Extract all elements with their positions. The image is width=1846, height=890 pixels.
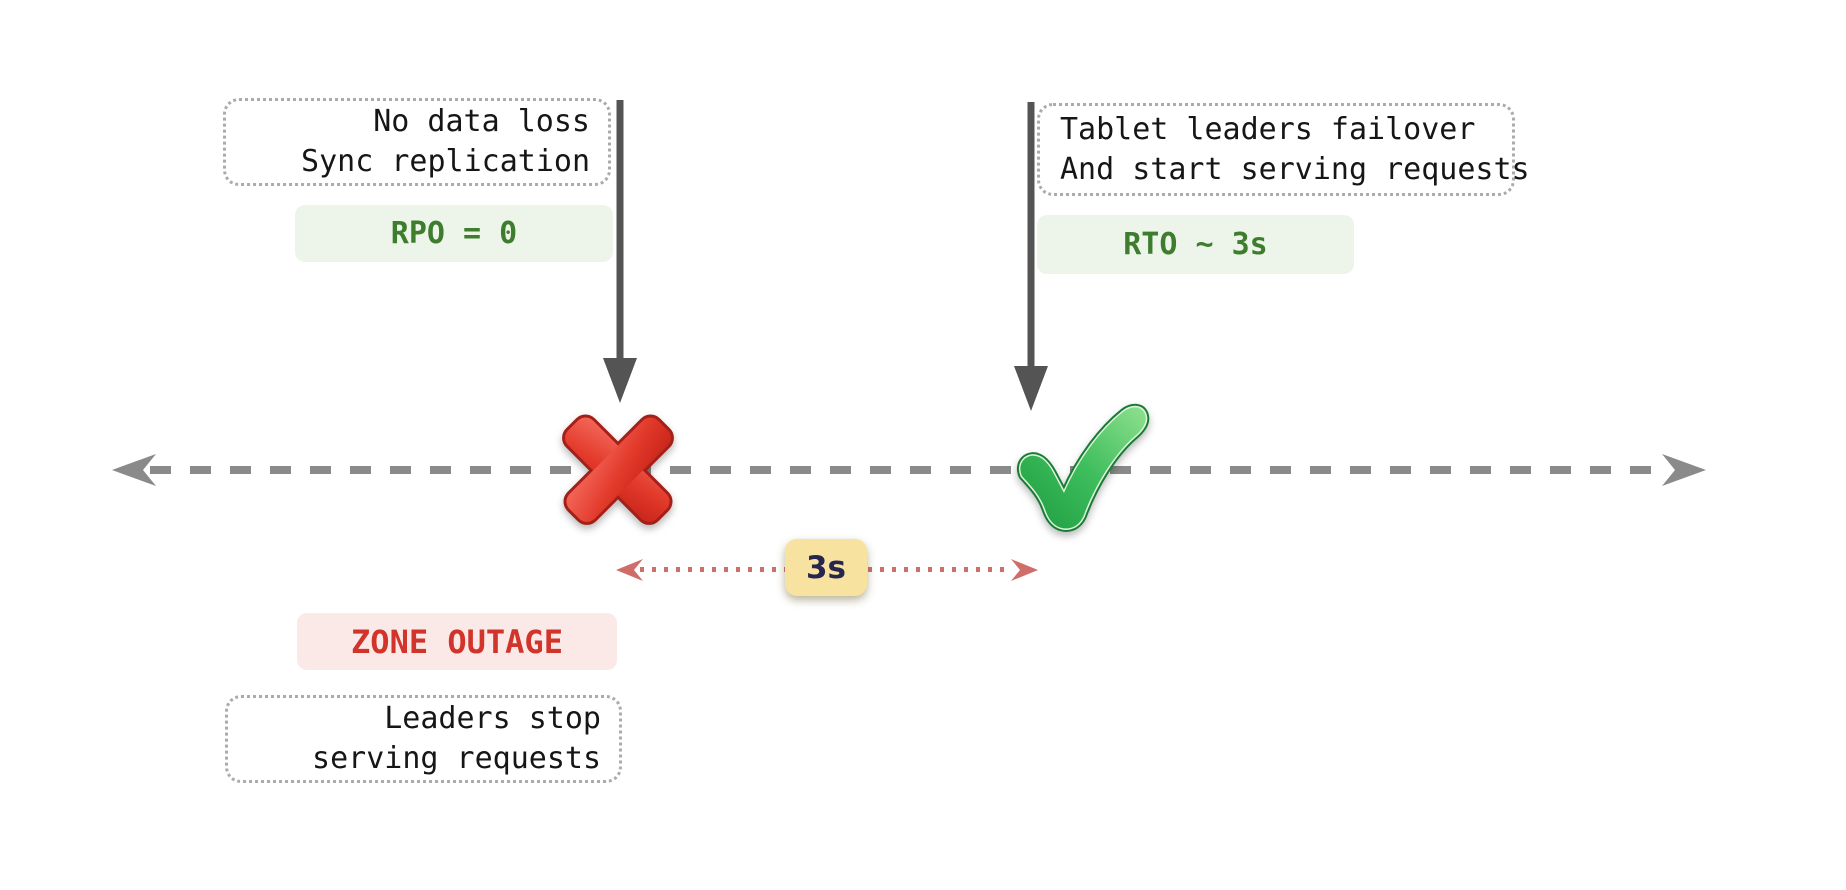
zone-outage-badge: ZONE OUTAGE [297,613,617,670]
outage-note-line2: Sync replication [301,144,590,179]
duration-badge: 3s [785,539,867,596]
timeline-arrowhead-right-icon [1662,454,1706,486]
recovery-event-arrow-icon [1014,102,1048,411]
check-mark-icon [1008,398,1150,544]
timeline-arrowhead-left-icon [112,454,156,486]
duration-arrowhead-right-icon [1011,559,1038,581]
leaders-stop-line2: serving requests [312,741,601,776]
outage-note-box: No data loss Sync replication [223,98,611,186]
failover-note-box: Tablet leaders failover And start servin… [1037,103,1530,196]
leaders-stop-note-box: Leaders stop serving requests [225,695,622,783]
rpo-badge: RPO = 0 [295,205,613,262]
outage-event-arrow-icon [603,100,637,403]
duration-arrowhead-left-icon [616,559,643,581]
rto-badge: RTO ~ 3s [1037,215,1354,274]
outage-note-line1: No data loss [373,104,590,139]
failover-note-line2: And start serving requests [1060,151,1530,187]
failover-note-line1: Tablet leaders failover [1060,111,1476,147]
leaders-stop-line1: Leaders stop [384,701,601,736]
timeline-dashed-line [150,466,1662,474]
cross-mark-icon [556,404,680,538]
